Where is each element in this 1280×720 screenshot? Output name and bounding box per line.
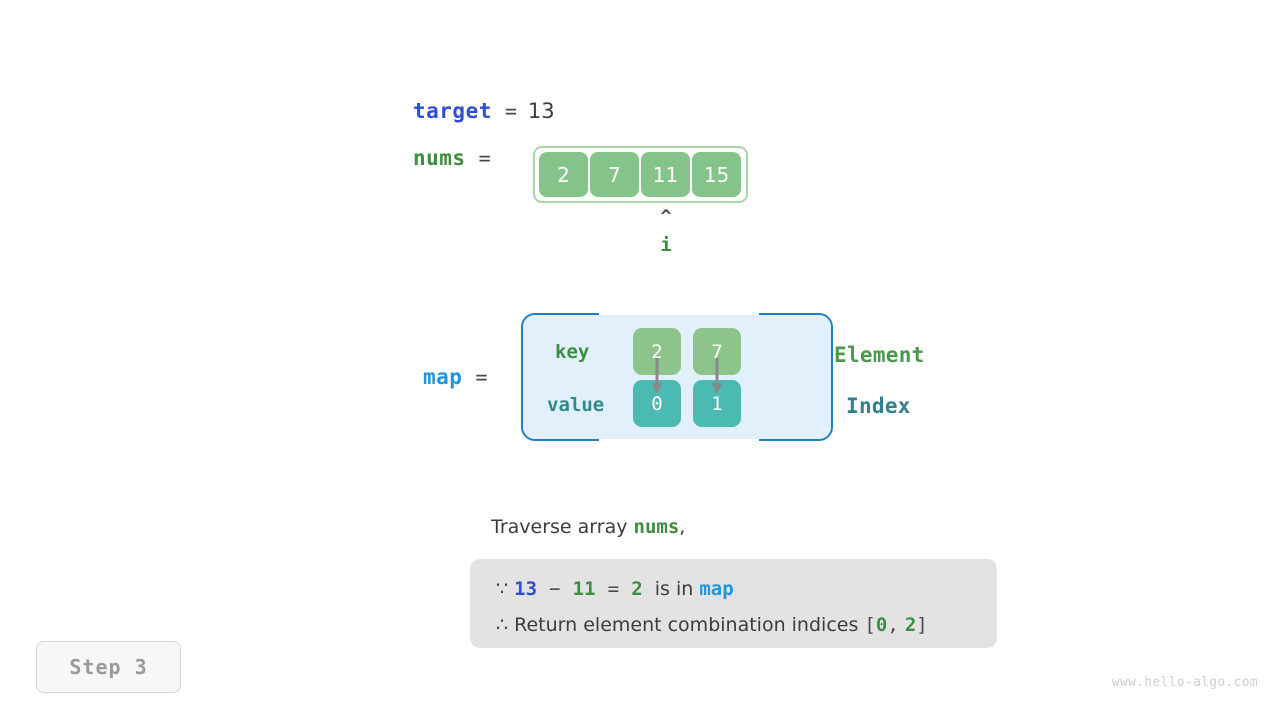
explain-minus-sign: − [549,578,561,600]
explain-bracket-close: ] [916,614,928,636]
therefore-symbol: ∴ [496,614,509,636]
nums-array-container: 2 7 11 15 [533,146,748,203]
explain-target-value: 13 [514,578,538,600]
explain-equals-sign: = [607,578,620,600]
pointer-index-label: i [660,234,672,256]
map-equals-sign: = [475,365,488,389]
explanation-line-1: ∵ 13 − 11 = 2 is in map [496,571,997,607]
explain-bracket-open: [ [864,614,876,636]
map-variable-name: map [423,365,463,389]
map-index-side-label: Index [846,394,911,418]
pointer-caret-icon: ^ [660,206,672,227]
because-symbol: ∵ [496,578,509,600]
map-value-row-label: value [547,394,605,416]
key-to-value-arrow-icon-0 [651,358,663,394]
explanation-line-2: ∴ Return element combination indices [0,… [496,607,997,643]
target-value: 13 [527,99,555,123]
target-variable-name: target [413,99,492,123]
target-row: target = 13 [413,95,555,127]
explain-return-text: Return element combination indices [514,614,859,636]
caption-code-nums: nums [633,516,680,538]
caption-suffix: , [679,516,686,538]
array-cell-0[interactable]: 2 [539,152,588,197]
explanation-box: ∵ 13 − 11 = 2 is in map ∴ Return element… [470,559,997,648]
explain-current-value: 11 [572,578,596,600]
array-cell-3[interactable]: 15 [692,152,741,197]
map-row-label: map = [423,365,487,389]
nums-equals-sign: = [478,146,491,170]
target-equals-sign: = [504,99,517,123]
caption-text: Traverse array nums, [491,516,685,538]
key-to-value-arrow-icon-1 [711,358,723,394]
explain-map-word: map [699,578,734,600]
watermark-url: www.hello-algo.com [1111,675,1258,690]
array-cell-2[interactable]: 11 [641,152,690,197]
explain-result-index-a: 0 [875,614,888,636]
explain-complement-value: 2 [631,578,643,600]
step-badge[interactable]: Step 3 [36,641,181,693]
nums-variable-name: nums [413,146,466,170]
explain-middle-text: is in [654,578,694,600]
map-element-side-label: Element [834,343,925,367]
array-cell-1[interactable]: 7 [590,152,639,197]
map-key-row-label: key [555,341,590,363]
explain-result-index-b: 2 [904,614,917,636]
nums-row: nums = [413,146,502,170]
explain-result-comma: , [887,614,899,636]
caption-prefix: Traverse array [491,516,634,538]
